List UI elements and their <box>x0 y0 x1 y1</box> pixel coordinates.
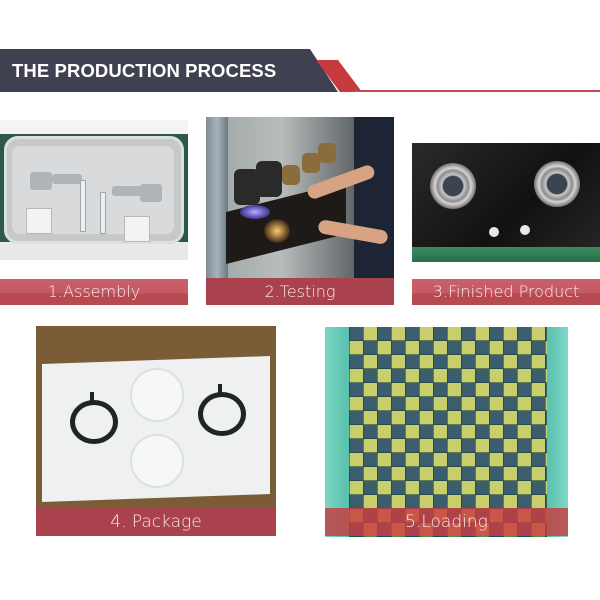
package-photo <box>36 326 276 508</box>
step-card-loading: 5.Loading <box>325 327 568 537</box>
step-caption: 3.Finished Product <box>412 279 600 305</box>
assembly-photo <box>0 120 188 260</box>
step-caption: 5.Loading <box>325 508 568 536</box>
finished-product-photo <box>412 143 600 262</box>
step-caption: 2.Testing <box>206 278 394 305</box>
step-card-finished-product: 3.Finished Product <box>412 143 600 306</box>
step-card-assembly: 1.Assembly <box>0 120 188 306</box>
step-caption: 1.Assembly <box>0 279 188 305</box>
step-card-testing: 2.Testing <box>206 117 394 306</box>
step-caption: 4. Package <box>36 508 276 536</box>
header-underline <box>355 90 600 92</box>
testing-photo <box>206 117 394 279</box>
page-title: THE PRODUCTION PROCESS <box>12 60 277 81</box>
header-banner <box>0 49 338 92</box>
step-card-package: 4. Package <box>36 326 276 537</box>
loading-photo <box>325 327 568 537</box>
